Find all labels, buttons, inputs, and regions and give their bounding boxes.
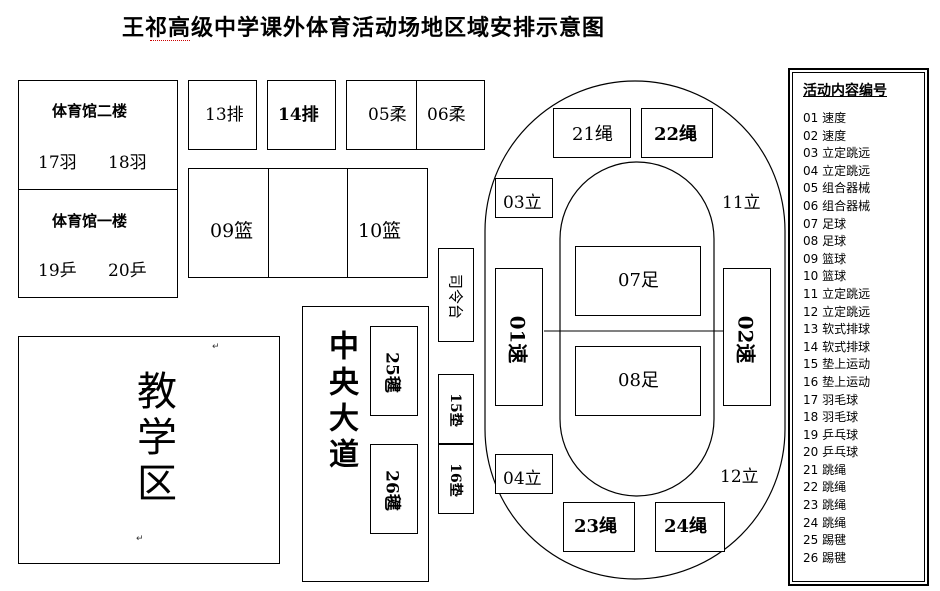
area-21-label: 21绳 [572,124,613,145]
area-08-label: 08足 [618,370,659,391]
area-21-rope [553,108,631,158]
area-22-label: 22绳 [654,124,698,145]
legend-item: 04 立定跳远 [803,163,871,178]
area-15-label: 15垫 [447,393,463,427]
legend-item: 11 立定跳远 [803,286,871,301]
legend-item: 23 跳绳 [803,498,847,513]
area-07-label: 07足 [618,270,659,291]
legend-item: 22 跳绳 [803,480,847,495]
legend-item: 25 踢毽 [803,533,847,548]
area-25-shuttlecock [370,326,418,416]
podium-label: 司令台 [446,273,465,319]
area-07-football [575,246,701,316]
legend-item: 09 篮球 [803,251,847,266]
area-03-label: 03立 [503,193,542,213]
area-12-label: 12立 [720,467,759,487]
area-17-badminton: 17羽 [38,153,77,173]
area-22-rope [641,108,713,158]
legend-item: 01 速度 [803,111,847,125]
area-23-rope [563,502,635,552]
court-06-label: 06柔 [427,105,466,125]
legend-item: 19 乒乓球 [803,427,859,442]
area-11-label: 11立 [722,193,761,213]
area-24-rope [655,502,725,552]
legend-item: 15 垫上运动 [803,357,871,372]
legend-item: 13 软式排球 [803,322,871,337]
legend-item: 24 跳绳 [803,515,847,530]
court-05-label: 05柔 [368,105,407,125]
paragraph-mark: ↵ [136,534,144,544]
gym-floor-2 [18,80,178,190]
area-04-label: 04立 [503,469,542,489]
teaching-zone [18,336,280,564]
area-18-badminton: 18羽 [108,153,147,173]
area-23-label: 23绳 [574,516,618,537]
legend-item: 18 羽毛球 [803,410,859,425]
area-08-football [575,346,701,416]
legend-item: 14 软式排球 [803,339,871,354]
gym-floor-1-label: 体育馆一楼 [52,212,128,230]
teaching-zone-label: 教学区 [130,370,176,508]
basketball-courts [188,168,428,278]
legend-item: 05 组合器械 [803,181,871,196]
legend-item: 12 立定跳远 [803,304,871,319]
legend-item: 21 跳绳 [803,462,847,477]
area-26-shuttlecock [370,444,418,534]
legend-item: 26 踢毽 [803,550,847,565]
legend-item: 17 羽毛球 [803,392,859,407]
gym-floor-1 [18,189,178,298]
court-13-label: 13排 [205,105,244,125]
area-16-label: 16垫 [447,463,463,497]
page-title: 王祁高级中学课外体育活动场地区域安排示意图 [122,15,606,41]
gym-floor-2-label: 体育馆二楼 [52,102,128,120]
legend-title: 活动内容编号 [803,83,887,99]
court-14-label: 14排 [278,105,319,125]
area-26-label: 26毽 [381,470,402,511]
area-01-label: 01速 [505,315,530,364]
legend-item: 20 乒乓球 [803,445,859,460]
court-05-06 [346,80,485,150]
legend-item: 16 垫上运动 [803,374,871,389]
area-03-jump [495,178,553,218]
podium [438,248,474,342]
basketball-divider-1 [268,168,269,278]
court-13 [188,80,257,150]
title-underline [150,38,190,41]
court-05-06-divider [416,80,417,150]
area-20-pingpong: 20乒 [108,261,147,281]
court-14 [267,80,336,150]
court-09-label: 09篮 [210,220,254,242]
area-15-mat [438,374,474,444]
area-25-label: 25毽 [381,352,402,393]
area-01-speed [495,268,543,406]
area-02-label: 02速 [733,315,758,364]
legend-item: 06 组合器械 [803,198,871,213]
legend-item: 02 速度 [803,128,847,143]
track-inner [559,161,715,497]
legend-list: 01 速度 02 速度 03 立定跳远 04 立定跳远 05 组合器械 06 组合器械 07… [803,110,923,567]
legend-item: 10 篮球 [803,269,847,284]
legend-item: 03 立定跳远 [803,146,871,161]
legend-inner-border [792,72,925,582]
area-19-pingpong: 19乒 [38,261,77,281]
area-24-label: 24绳 [664,516,708,537]
legend-item: 08 足球 [803,234,847,249]
paragraph-mark: ↵ [212,342,220,352]
central-avenue-label: 中央大道 [323,330,358,474]
area-02-speed [723,268,771,406]
basketball-divider-2 [347,168,348,278]
legend-item: 07 足球 [803,216,847,231]
area-16-mat [438,444,474,514]
area-04-jump [495,454,553,494]
court-10-label: 10篮 [358,220,402,242]
